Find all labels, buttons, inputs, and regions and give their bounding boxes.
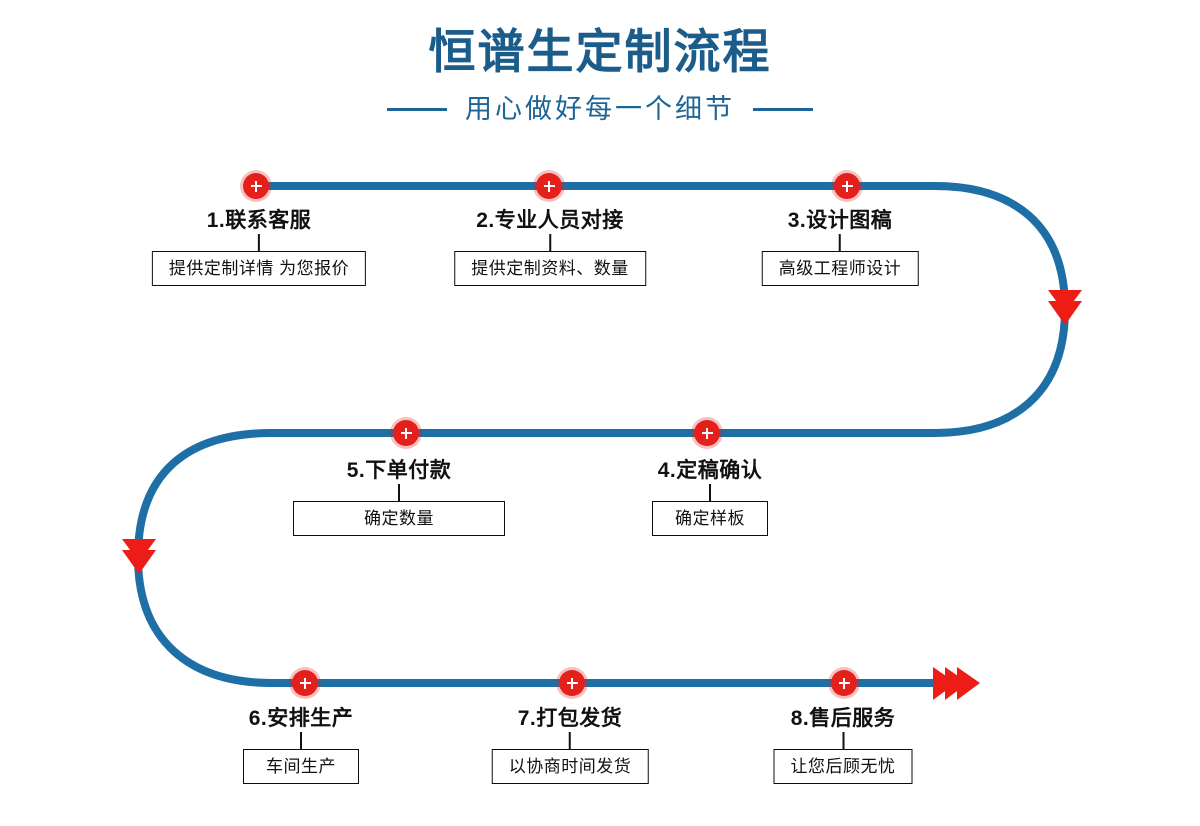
- step-4[interactable]: 4.定稿确认 确定样板: [652, 458, 768, 536]
- node-step-7[interactable]: [559, 670, 585, 696]
- step-6-detail-box: 车间生产: [243, 749, 359, 784]
- step-3-label: 3.设计图稿: [787, 209, 893, 232]
- left-turn-arrow: [122, 539, 156, 574]
- plus-icon: [841, 180, 853, 192]
- step-2-stem: [549, 234, 551, 251]
- step-8-detail-box: 让您后顾无忧: [773, 749, 913, 784]
- step-1[interactable]: 1.联系客服 提供定制详情 为您报价: [151, 208, 367, 286]
- step-4-stem: [709, 484, 711, 501]
- step-7-label: 7.打包发货: [517, 707, 623, 730]
- step-8[interactable]: 8.售后服务 让您后顾无忧: [773, 706, 913, 784]
- step-4-detail-box: 确定样板: [652, 501, 768, 536]
- step-2[interactable]: 2.专业人员对接 提供定制资料、数量: [454, 208, 646, 286]
- flow-track-path: [133, 182, 1070, 687]
- step-5-detail-box: 确定数量: [293, 501, 505, 536]
- step-7-detail-box: 以协商时间发货: [491, 749, 649, 784]
- page-title: 恒谱生定制流程: [428, 25, 772, 78]
- step-1-label: 1.联系客服: [206, 209, 312, 232]
- plus-icon: [250, 180, 262, 192]
- node-step-1[interactable]: [243, 173, 269, 199]
- end-arrow: [933, 667, 980, 700]
- step-5[interactable]: 5.下单付款 确定数量: [293, 458, 505, 536]
- right-turn-arrow: [1048, 290, 1082, 325]
- step-1-stem: [257, 234, 260, 251]
- step-2-label: 2.专业人员对接: [476, 209, 624, 232]
- plus-icon: [543, 180, 555, 192]
- plus-icon: [400, 427, 412, 439]
- step-8-stem: [842, 732, 844, 749]
- plus-icon: [566, 677, 578, 689]
- header: 恒谱生定制流程 用心做好每一个细节: [0, 0, 1200, 150]
- step-3-detail-box: 高级工程师设计: [761, 251, 919, 286]
- step-7[interactable]: 7.打包发货 以协商时间发货: [491, 706, 649, 784]
- step-1-detail-box: 提供定制详情 为您报价: [151, 251, 367, 286]
- plus-icon: [838, 677, 850, 689]
- step-6-stem: [300, 732, 302, 749]
- subtitle-rule-right: [753, 107, 813, 111]
- node-step-2[interactable]: [536, 173, 562, 199]
- subtitle-rule-left: [387, 107, 447, 111]
- step-5-label: 5.下单付款: [346, 459, 452, 482]
- plus-icon: [299, 677, 311, 689]
- step-7-stem: [569, 732, 571, 749]
- node-step-3[interactable]: [834, 173, 860, 199]
- step-3-stem: [839, 234, 841, 251]
- node-step-6[interactable]: [292, 670, 318, 696]
- step-8-label: 8.售后服务: [790, 707, 896, 730]
- step-6-label: 6.安排生产: [248, 707, 354, 730]
- subtitle-row: 用心做好每一个细节: [0, 92, 1200, 126]
- node-step-4[interactable]: [694, 420, 720, 446]
- step-4-label: 4.定稿确认: [657, 459, 763, 482]
- node-step-8[interactable]: [831, 670, 857, 696]
- node-step-5[interactable]: [393, 420, 419, 446]
- step-2-detail-box: 提供定制资料、数量: [454, 251, 646, 286]
- step-3[interactable]: 3.设计图稿 高级工程师设计: [761, 208, 919, 286]
- page-subtitle: 用心做好每一个细节: [465, 94, 735, 124]
- step-5-stem: [398, 484, 400, 501]
- step-6[interactable]: 6.安排生产 车间生产: [243, 706, 359, 784]
- plus-icon: [701, 427, 713, 439]
